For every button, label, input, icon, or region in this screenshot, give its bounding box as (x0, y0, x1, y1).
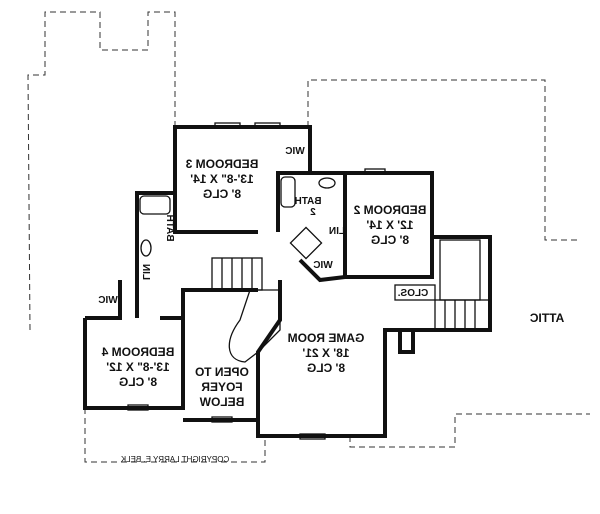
room-bedroom-2: BEDROOM 2 12' X 14' 8' CLG (353, 203, 426, 247)
lin-label: LIN (329, 226, 345, 237)
room-bedroom-4: BEDROOM 4 13'-8" X 12' 8' CLG (101, 345, 174, 389)
room-game-room: GAME ROOM 18' X 21' 8' CLG (288, 331, 365, 375)
room-size: 13'-8" X 14' (190, 172, 254, 186)
foyer-line: FOYER (201, 380, 243, 394)
room-name: BEDROOM 4 (101, 345, 174, 359)
foyer-line: OPEN TO (195, 365, 249, 379)
bath-fixtures (139, 176, 336, 260)
windows (127, 122, 386, 440)
room-name: BEDROOM 3 (185, 157, 258, 171)
foyer-line: BELOW (199, 395, 244, 409)
bath-2-label: BATH (294, 196, 321, 207)
room-ceiling: 8' CLG (119, 375, 157, 389)
room-ceiling: 8' CLG (203, 187, 241, 201)
attic-label: ATTIC (529, 311, 564, 325)
room-bedroom-3: BEDROOM 3 13'-8" X 14' 8' CLG (185, 157, 258, 201)
room-size: 13'-8" X 12' (106, 360, 170, 374)
wic-label: WIC (98, 295, 117, 306)
room-name: BEDROOM 2 (353, 203, 426, 217)
open-to-foyer: OPEN TO FOYER BELOW (195, 365, 249, 409)
bath-2-number: 2 (310, 207, 316, 218)
room-name: GAME ROOM (288, 331, 365, 345)
copyright-text: COPYRIGHT LARRY E. BELK (120, 455, 229, 464)
room-size: 18' X 21' (302, 346, 349, 360)
room-ceiling: 8' CLG (307, 361, 345, 375)
bath-label: BATH (164, 214, 175, 241)
walls (83, 125, 492, 438)
room-ceiling: 8' CLG (371, 233, 409, 247)
room-size: 12' X 14' (366, 218, 413, 232)
lin-label: LIN (140, 264, 151, 280)
wic-label: WIC (285, 146, 304, 157)
staircases (211, 239, 491, 363)
dashed-roof-outlines (27, 11, 590, 463)
closet-label: CLOS. (398, 288, 429, 299)
wic-label: WIC (313, 260, 332, 271)
